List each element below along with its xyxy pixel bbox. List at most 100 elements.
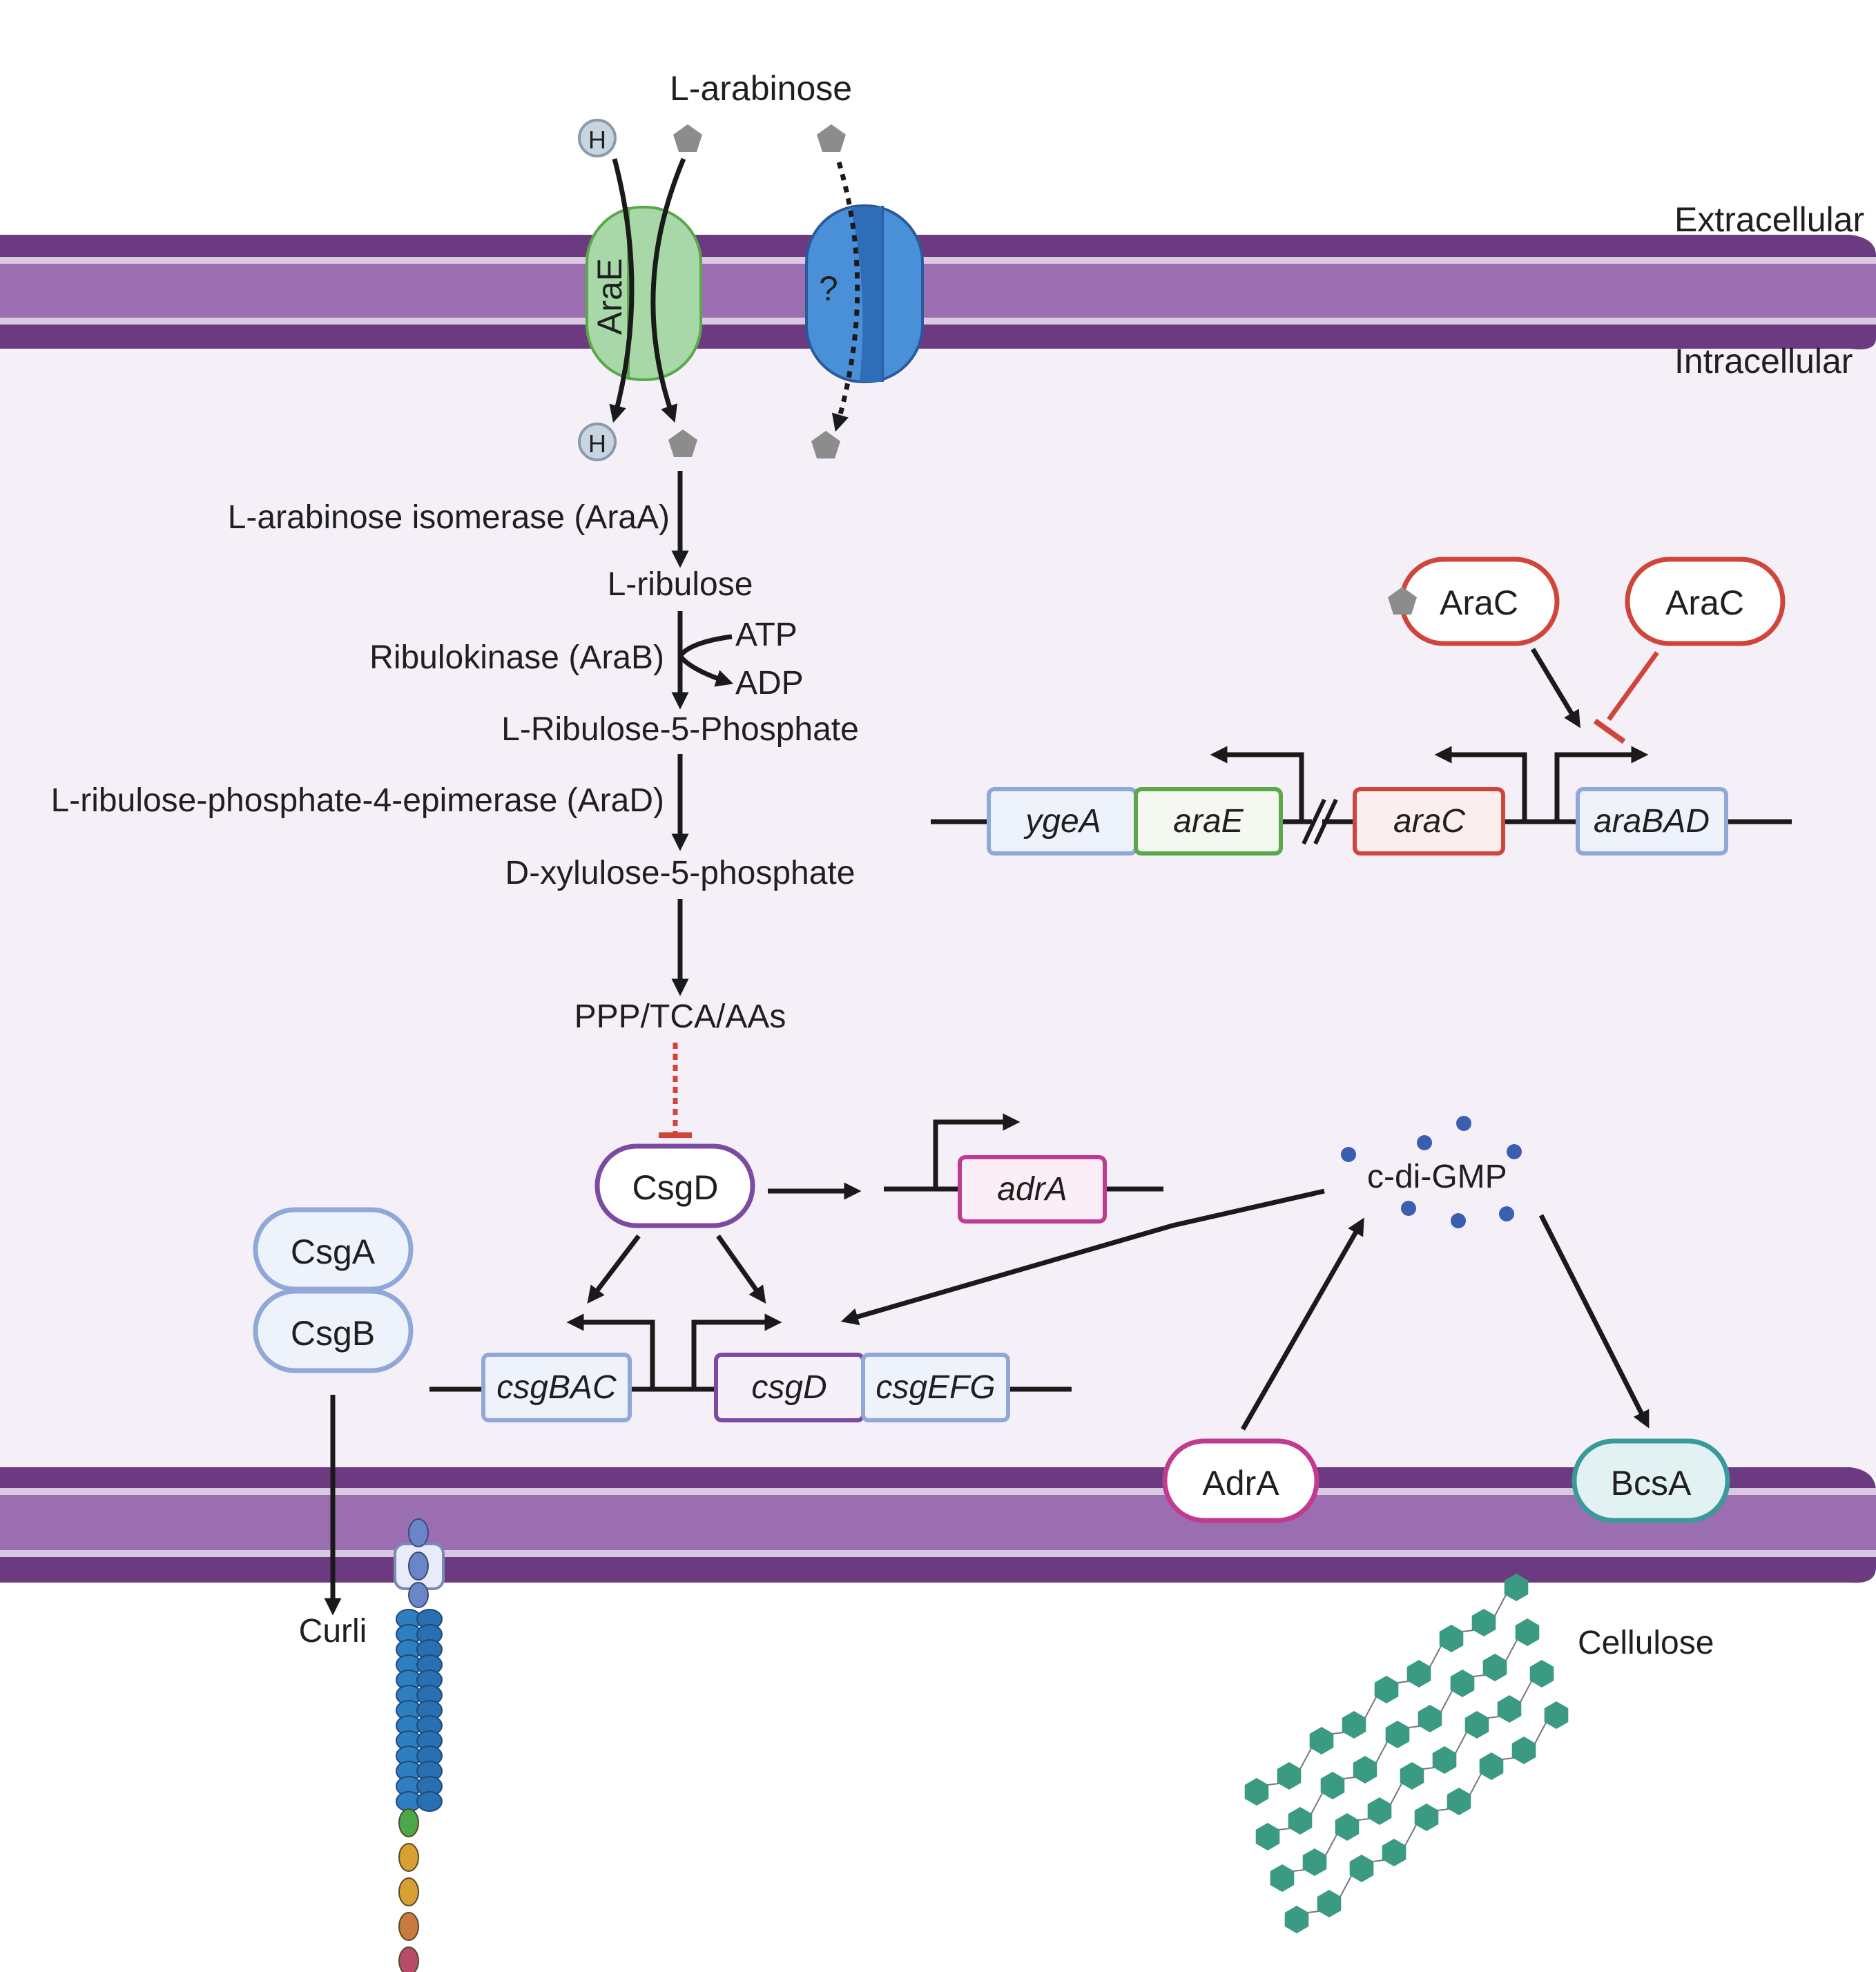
cellulose-glucose [1479,1752,1504,1780]
cellulose-linkage [1473,1674,1485,1677]
cellulose-glucose [1385,1721,1410,1748]
cellulose-glucose [1544,1701,1569,1729]
promoter-adra [933,1113,1021,1189]
promoter-arac [1434,746,1527,822]
cellulose-linkage [1299,1748,1312,1770]
gene-arae: araE [1134,787,1283,856]
cellulose-glucose [1320,1772,1345,1799]
cellulose-glucose [1284,1906,1309,1933]
cellulose-linkage [1520,1681,1532,1703]
gene-ygea-label: ygeA [1023,803,1101,840]
gene-arac-label: araC [1393,803,1465,840]
intracellular-label: Intracellular [1674,342,1853,380]
gene-arac: araC [1353,787,1505,856]
c-di-gmp-to-csgd [840,1188,1325,1326]
cellulose-label: Cellulose [1578,1625,1714,1661]
gene-adra: adrA [958,1155,1107,1224]
cellulose-linkage [1293,1869,1305,1872]
cellulose-glucose [1511,1737,1536,1764]
arac-active: AraC [1399,557,1560,646]
cellulose-linkage [1278,1828,1290,1830]
cellulose-linkage [1462,1630,1474,1632]
cellulose-glucose [1418,1705,1442,1732]
cellulose-glucose [1414,1804,1439,1831]
step3-enzyme: L-ribulose-phosphate-4-epimerase (AraD) [51,782,664,819]
extracellular-label: Extracellular [1674,200,1864,239]
cellulose-glucose [1335,1813,1360,1841]
csgd-protein: CsgD [594,1143,755,1228]
cellulose-glucose [1406,1660,1431,1688]
c-di-gmp-label: c-di-GMP [1367,1159,1507,1195]
atp-label: ATP [735,617,797,653]
cellulose-glucose [1244,1778,1269,1806]
c-di-gmp-to-bcsa [1538,1214,1650,1429]
curli-fiber [394,1518,445,1972]
cellulose-glucose [1317,1890,1342,1917]
cellulose-linkage [1469,1773,1482,1795]
cellulose-glucose [1504,1574,1529,1601]
gene-csgd: csgD [714,1353,865,1422]
gene-arabad-label: araBAD [1594,803,1710,840]
gene-csgbac-label: csgBAC [496,1369,617,1406]
adra-protein: AdrA [1162,1438,1319,1523]
cellulose-linkage [1267,1783,1279,1786]
cellulose-glucose [1374,1676,1399,1703]
unknown-transporter: ? [805,162,924,432]
curli-label: Curli [299,1613,367,1650]
cellulose-glucose [1400,1762,1424,1790]
curli-tail-bead [398,1843,419,1872]
gene-ygea: ygeA [987,787,1138,856]
adra-to-c-di-gmp [1240,1217,1364,1431]
d-xylulose-5p-label: D-xylulose-5-phosphate [505,855,855,891]
bcsa-protein: BcsA [1572,1438,1730,1523]
adp-label: ADP [735,665,804,702]
cellulose-linkage [1404,1824,1417,1846]
adra-protein-label: AdrA [1202,1464,1279,1502]
promoter-arae [1210,746,1304,822]
cellulose-glucose [1367,1797,1392,1825]
cellulose-linkage [1397,1681,1409,1683]
cellulose-linkage [1429,1645,1442,1668]
cellulose-glucose [1464,1711,1489,1739]
proton-in-label: H [588,126,606,154]
cellulose-linkage [1437,1808,1449,1811]
cellulose-glucose [1471,1609,1496,1636]
arac-inactive-label: AraC [1665,583,1744,622]
cellulose-glucose [1288,1807,1313,1835]
arabinose-out-1-icon [673,124,702,152]
outer-membrane [0,235,1876,349]
step1-enzyme: L-arabinose isomerase (AraA) [228,499,670,536]
unknown-transporter-label: ? [819,269,838,308]
cellulose-linkage [1408,1726,1420,1728]
cellulose-glucose [1497,1695,1522,1723]
cellulose-glucose [1353,1756,1377,1784]
csgb-protein: CsgB [253,1288,414,1373]
cellulose-linkage [1440,1690,1453,1712]
cellulose-linkage [1455,1732,1467,1754]
arac-inactive: AraC [1625,557,1786,646]
cellulose-linkage [1487,1716,1500,1719]
cellulose-glucose [1439,1625,1464,1652]
cellulose-linkage [1307,1911,1319,1913]
csga-label: CsgA [291,1232,376,1271]
cellulose-glucose [1382,1839,1406,1866]
cellulose-linkage [1534,1722,1547,1744]
cellulose-linkage [1494,1594,1507,1616]
csgb-label: CsgB [291,1314,375,1353]
proton-out-label: H [588,429,606,458]
curli-tail-bead [398,1912,419,1941]
arae-transporter-label: AraE [590,258,629,335]
l-ribulose-label: L-ribulose [608,566,753,603]
cellulose-glucose [1482,1654,1507,1681]
curli-bead [416,1791,443,1812]
cellulose-linkage [1325,1834,1337,1856]
cellulose-glucose [1349,1855,1374,1882]
cellulose-glucose [1302,1848,1327,1876]
curli-tail-bead [398,1808,419,1837]
curli-beads [396,1609,443,1972]
cellulose-glucose [1447,1788,1471,1815]
cellulose-linkage [1357,1818,1370,1821]
cellulose-linkage [1390,1783,1402,1805]
cellulose-glucose [1515,1618,1540,1646]
csga-protein: CsgA [253,1207,414,1292]
